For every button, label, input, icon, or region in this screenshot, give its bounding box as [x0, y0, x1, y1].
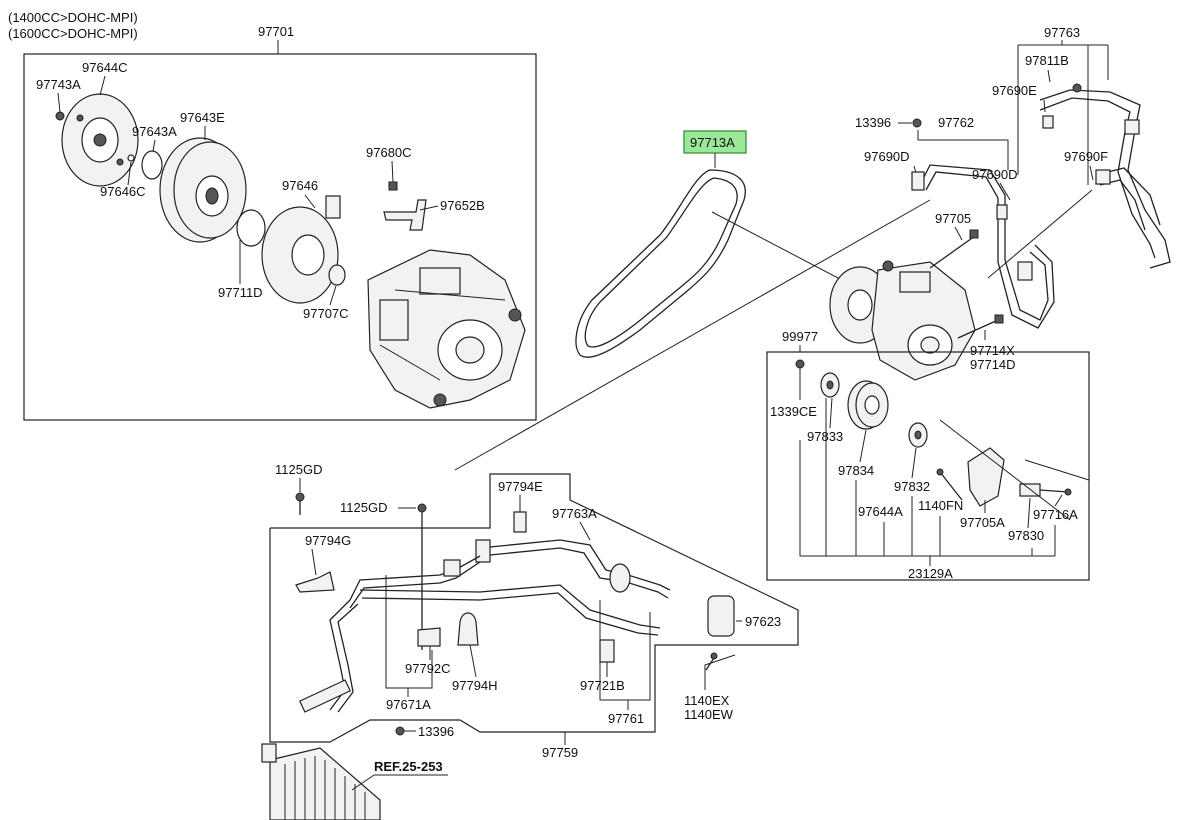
field-coil-part[interactable]	[261, 195, 341, 304]
discharge-hose-part[interactable]	[911, 164, 1055, 329]
compressor-body-part[interactable]	[367, 249, 526, 409]
part-label-99977[interactable]: 99977	[782, 329, 818, 344]
engine-spec-line-2: (1600CC>DOHC-MPI)	[8, 26, 138, 41]
part-label-97652B[interactable]: 97652B	[440, 198, 485, 213]
nut-part[interactable]	[395, 726, 405, 736]
part-label-97811B[interactable]: 97811B	[1025, 53, 1069, 68]
part-label-97623[interactable]: 97623	[745, 614, 781, 629]
installed-compressor-part[interactable]	[829, 260, 976, 381]
idler-pulley-assembly-group: 99977 1339CE 97833 97834 97832 1140FN 97…	[766, 329, 1090, 581]
pipe-bracket-part[interactable]	[295, 571, 335, 593]
engine-spec-line-1: (1400CC>DOHC-MPI)	[8, 10, 138, 25]
part-label-1140EX[interactable]: 1140EX	[684, 693, 730, 708]
part-label-97743A[interactable]: 97743A	[36, 77, 81, 92]
pipe-group-frame	[269, 473, 799, 743]
pulley-part[interactable]	[159, 137, 247, 243]
part-label-97690D-a[interactable]: 97690D	[864, 149, 910, 164]
part-label-97701[interactable]: 97701	[258, 24, 294, 39]
part-label-97690E[interactable]: 97690E	[992, 83, 1037, 98]
part-label-97761[interactable]: 97761	[608, 711, 644, 726]
part-label-97646C[interactable]: 97646C	[100, 184, 146, 199]
idler-assembly-frame	[766, 351, 1090, 581]
part-label-97763[interactable]: 97763	[1044, 25, 1080, 40]
reference-label[interactable]: REF.25-253	[374, 759, 443, 774]
drive-belt-part[interactable]	[575, 169, 746, 358]
part-label-97713A[interactable]: 97713A	[690, 135, 735, 150]
pipe-clip-part[interactable]	[513, 511, 527, 533]
part-label-97707C[interactable]: 97707C	[303, 306, 349, 321]
part-label-97792C[interactable]: 97792C	[405, 661, 451, 676]
condenser-reference-part[interactable]	[261, 743, 381, 820]
part-label-1140EW[interactable]: 1140EW	[684, 707, 734, 722]
part-label-97705[interactable]: 97705	[935, 211, 971, 226]
part-label-97646[interactable]: 97646	[282, 178, 318, 193]
part-label-1125GD-b[interactable]: 1125GD	[340, 500, 387, 515]
idler-pulley-part[interactable]	[847, 380, 889, 430]
part-label-97763A[interactable]: 97763A	[552, 506, 597, 521]
nut-part[interactable]	[795, 359, 805, 369]
part-label-23129A[interactable]: 23129A	[908, 566, 953, 581]
part-label-97680C[interactable]: 97680C	[366, 145, 412, 160]
part-label-97644C[interactable]: 97644C	[82, 60, 128, 75]
bracket-part[interactable]	[383, 199, 427, 231]
part-label-97759[interactable]: 97759	[542, 745, 578, 760]
part-label-97834[interactable]: 97834	[838, 463, 874, 478]
idler-bracket-part[interactable]	[967, 447, 1005, 507]
receiver-drier-part[interactable]	[707, 595, 735, 637]
part-label-97721B[interactable]: 97721B	[580, 678, 625, 693]
clutch-hub-part[interactable]	[61, 93, 139, 187]
shim-part[interactable]	[127, 154, 135, 162]
part-label-1339CE[interactable]: 1339CE	[770, 404, 817, 419]
bolt-part[interactable]	[388, 181, 398, 191]
pipe-bracket-part[interactable]	[417, 627, 441, 647]
compressor-assembly-group: 97701 97644C 97743A 97646C 97643A	[23, 24, 537, 421]
part-label-13396-upper[interactable]: 13396	[855, 115, 891, 130]
part-label-1125GD-a[interactable]: 1125GD	[275, 462, 322, 477]
part-label-97690D-b[interactable]: 97690D	[972, 167, 1018, 182]
part-label-97794H[interactable]: 97794H	[452, 678, 498, 693]
bolt-part[interactable]	[55, 111, 65, 121]
part-label-97711D[interactable]: 97711D	[218, 285, 263, 300]
part-label-97762[interactable]: 97762	[938, 115, 974, 130]
part-label-97643A[interactable]: 97643A	[132, 124, 177, 139]
nut-part[interactable]	[912, 118, 922, 128]
liquid-pipe-group: 1125GD 1125GD 97794E 97763A 97794G	[269, 462, 799, 760]
pipe-clamp-part[interactable]	[457, 612, 479, 646]
part-label-97833[interactable]: 97833	[807, 429, 843, 444]
part-label-97705A[interactable]: 97705A	[960, 515, 1005, 530]
snap-ring-part[interactable]	[141, 150, 163, 180]
seal-part[interactable]	[328, 264, 346, 286]
part-label-97794G[interactable]: 97794G	[305, 533, 351, 548]
part-label-97714X[interactable]: 97714X	[970, 343, 1015, 358]
part-label-97690F[interactable]: 97690F	[1064, 149, 1108, 164]
pressure-sensor-part[interactable]	[599, 639, 615, 663]
part-label-1140FN[interactable]: 1140FN	[918, 498, 963, 513]
ring-part[interactable]	[236, 209, 266, 247]
part-label-97671A[interactable]: 97671A	[386, 697, 431, 712]
part-label-97830[interactable]: 97830	[1008, 528, 1044, 543]
part-label-97716A[interactable]: 97716A	[1033, 507, 1078, 522]
bolt-part[interactable]	[295, 492, 305, 502]
compressor-assembly-frame	[23, 53, 537, 421]
part-label-97643E[interactable]: 97643E	[180, 110, 225, 125]
part-label-13396-lower[interactable]: 13396	[418, 724, 454, 739]
part-label-97714D[interactable]: 97714D	[970, 357, 1016, 372]
part-label-97644A[interactable]: 97644A	[858, 504, 903, 519]
part-label-97832[interactable]: 97832	[894, 479, 930, 494]
liquid-pipe-part[interactable]	[299, 539, 671, 713]
suction-hose-part[interactable]	[1039, 83, 1171, 269]
part-label-97794E[interactable]: 97794E	[498, 479, 543, 494]
bolt-part[interactable]	[417, 503, 427, 513]
